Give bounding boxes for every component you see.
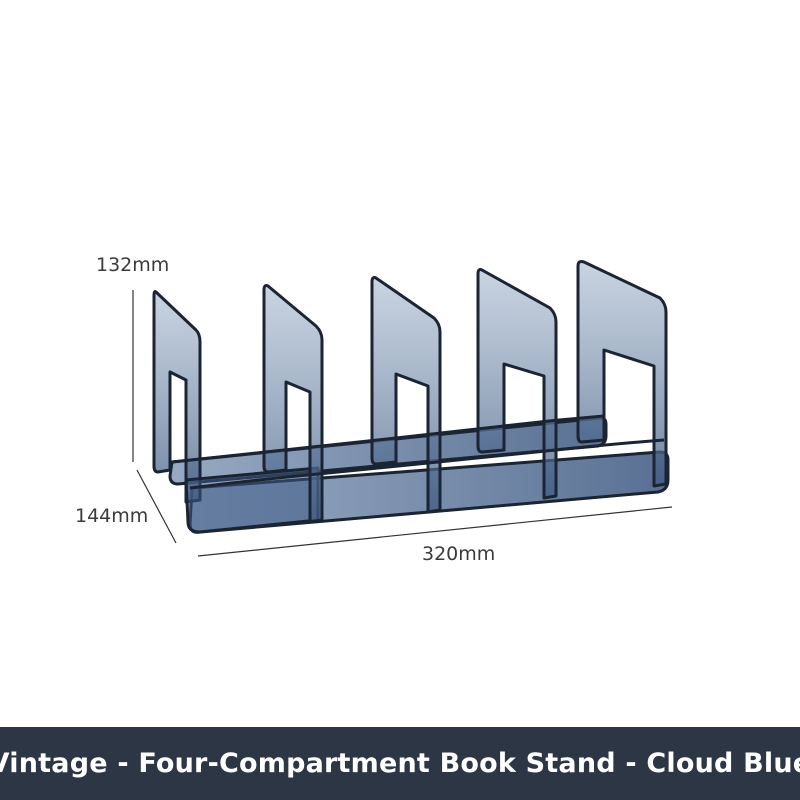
divider-panel-3: [370, 276, 442, 514]
caption-bar: Vintage - Four-Compartment Book Stand - …: [0, 727, 800, 800]
compartment-1: [184, 466, 320, 534]
height-dimension-label: 132mm: [96, 254, 170, 276]
width-dimension-line: [197, 506, 673, 557]
floor-line-front: [189, 438, 665, 490]
divider-panel-2: [262, 284, 324, 524]
depth-dimension-line: [136, 469, 177, 544]
width-dimension-label: 320mm: [422, 543, 496, 565]
depth-dimension-label: 144mm: [75, 505, 149, 527]
product-illustration: [132, 260, 673, 557]
product-caption: Vintage - Four-Compartment Book Stand - …: [0, 748, 800, 779]
dimension-lines: [132, 290, 673, 557]
divider-panel-1: [152, 290, 202, 504]
floor-line-back: [171, 414, 605, 464]
divider-panels: [152, 260, 668, 534]
compartment-floors: [171, 414, 665, 490]
divider-panel-4: [476, 268, 558, 500]
divider-panel-5: [576, 260, 668, 488]
